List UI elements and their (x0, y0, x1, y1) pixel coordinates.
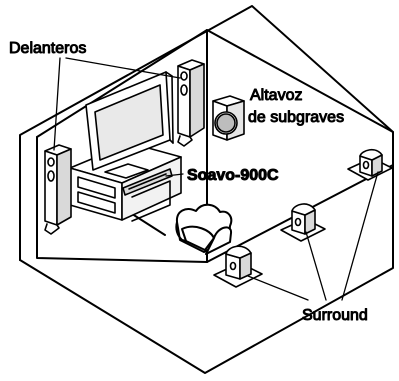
center-speaker-grille (128, 173, 167, 190)
callout-center (165, 173, 184, 177)
television (85, 71, 174, 179)
surround-left-top (225, 245, 252, 259)
callout-front-left (53, 57, 61, 151)
surround-right-driver (362, 160, 370, 170)
front-left-feet (44, 223, 60, 235)
callout-surround-middle (305, 231, 327, 301)
surround-right-top (359, 148, 383, 161)
label-subwoofer-line1: Altavoz (250, 87, 302, 104)
front-right-feet (177, 135, 193, 147)
surround-left-driver (229, 261, 237, 271)
surround-middle-driver (294, 217, 302, 227)
front-right-side (189, 63, 205, 138)
callout-surround-left (247, 275, 309, 301)
callout-front-right (65, 57, 181, 79)
front-right-tweeter (180, 71, 188, 81)
chair-arm-left (175, 221, 187, 242)
chair-arm-right (205, 226, 232, 255)
subwoofer (212, 95, 245, 141)
front-speaker-left (44, 144, 72, 235)
surround-middle-top (291, 203, 316, 216)
tv-base (104, 163, 149, 179)
tv-stand-shelf-lower (77, 191, 116, 214)
tv-screen (94, 84, 164, 161)
front-left-tweeter (47, 157, 55, 167)
subwoofer-cone-center (216, 113, 236, 133)
surround-speaker-right (347, 148, 393, 181)
label-surround-speakers: Surround (302, 307, 368, 324)
front-speaker-right (177, 59, 205, 147)
label-front-speakers: Delanteros (9, 40, 86, 57)
tv-frame-edge-3 (171, 75, 174, 144)
surround-speaker-middle (280, 203, 326, 242)
listening-chair (175, 203, 233, 255)
tv-stand-compartment (131, 180, 171, 222)
label-center-speaker: Soavo-900C (187, 167, 279, 184)
front-right-woofer (180, 84, 188, 96)
chair-seat (181, 225, 215, 251)
tv-stand (69, 142, 182, 222)
tv-frame-edge (165, 71, 173, 77)
floor-left-edge (36, 136, 208, 263)
front-left-side (56, 148, 72, 226)
callout-surround-right (341, 171, 379, 301)
tv-stand-shelf-upper (77, 176, 116, 199)
callout-lines (53, 57, 379, 301)
surround-speaker-left (213, 245, 263, 288)
label-subwoofer-line2: de subgraves (248, 109, 344, 126)
front-left-woofer (47, 170, 55, 182)
